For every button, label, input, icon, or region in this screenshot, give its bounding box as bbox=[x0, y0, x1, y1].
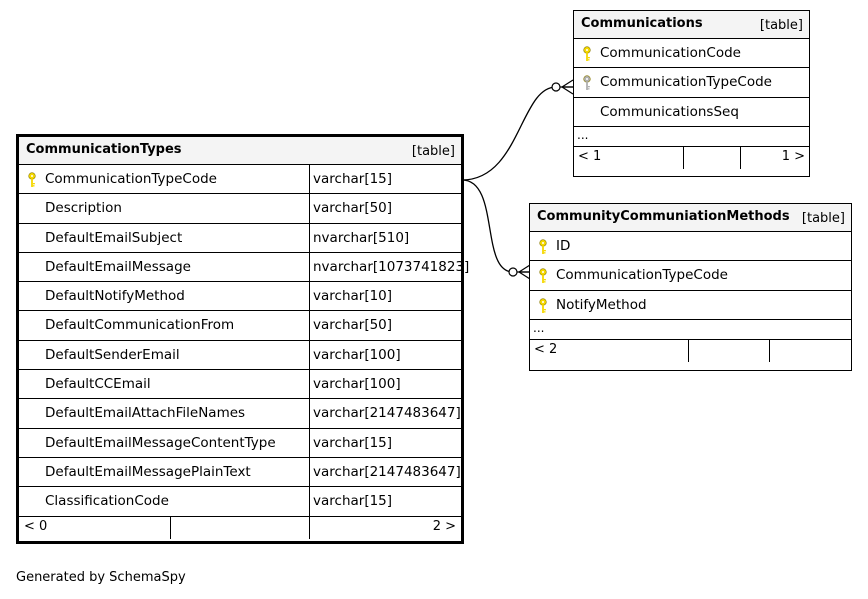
link-communications-crowfoot bbox=[561, 79, 574, 95]
column-row[interactable]: ClassificationCode varchar[15] bbox=[19, 487, 461, 517]
children-count[interactable]: 2 > bbox=[432, 518, 456, 534]
column-name[interactable]: DefaultCommunicationFrom bbox=[45, 317, 235, 334]
column-row[interactable]: DefaultCommunicationFrom varchar[50] bbox=[19, 311, 461, 341]
column-name[interactable]: DefaultCCEmail bbox=[45, 376, 151, 393]
link-communications bbox=[461, 86, 573, 181]
table-name[interactable]: Communications bbox=[581, 16, 703, 31]
column-row[interactable]: DefaultNotifyMethod varchar[10] bbox=[19, 282, 461, 312]
parents-count[interactable]: < 0 bbox=[24, 518, 48, 534]
column-row[interactable]: CommunicationCode bbox=[574, 39, 809, 69]
column-name[interactable]: DefaultSenderEmail bbox=[45, 346, 180, 363]
column-name[interactable]: DefaultEmailAttachFileNames bbox=[45, 405, 246, 422]
table-kind: [table] bbox=[801, 211, 845, 226]
column-row[interactable]: NotifyMethod bbox=[530, 291, 851, 320]
column-row[interactable]: DefaultEmailMessageContentType varchar[15… bbox=[19, 428, 461, 458]
link-community-methods-crowfoot bbox=[518, 264, 531, 280]
column-type: varchar[100] bbox=[313, 376, 401, 393]
parents-count[interactable]: < 1 bbox=[578, 148, 602, 164]
column-type: varchar[10] bbox=[313, 288, 393, 305]
table-header: Communications [table] bbox=[574, 11, 809, 39]
link-communications-zero-marker bbox=[551, 82, 561, 92]
column-name[interactable]: DefaultNotifyMethod bbox=[45, 288, 185, 305]
column-name[interactable]: CommunicationsSeq bbox=[600, 103, 739, 120]
column-name[interactable]: ID bbox=[556, 238, 571, 254]
column-type: varchar[2147483647] bbox=[313, 463, 461, 480]
column-name[interactable]: CommunicationTypeCode bbox=[45, 171, 217, 187]
primary-key-icon bbox=[582, 46, 592, 62]
column-row[interactable]: Description varchar[50] bbox=[19, 194, 461, 224]
column-row[interactable]: DefaultSenderEmail varchar[100] bbox=[19, 340, 461, 371]
column-type: nvarchar[1073741823] bbox=[313, 258, 470, 275]
column-type: varchar[50] bbox=[313, 317, 393, 334]
column-name[interactable]: DefaultEmailMessagePlainText bbox=[45, 463, 251, 480]
column-name[interactable]: CommunicationTypeCode bbox=[556, 267, 728, 284]
column-type: varchar[15] bbox=[313, 434, 393, 451]
column-row[interactable]: CommunicationsSeq bbox=[574, 98, 809, 127]
column-row[interactable]: CommunicationTypeCode varchar[15] bbox=[19, 165, 461, 195]
column-row[interactable]: CommunicationTypeCode bbox=[530, 261, 851, 291]
column-name[interactable]: CommunicationTypeCode bbox=[600, 74, 772, 91]
more-columns: ... bbox=[530, 320, 851, 340]
column-type: varchar[50] bbox=[313, 200, 393, 217]
generated-caption: Generated by SchemaSpy bbox=[16, 570, 186, 585]
table-name[interactable]: CommunicationTypes bbox=[26, 142, 182, 157]
table-footer: < 0 2 > bbox=[19, 516, 461, 539]
table-communication-types[interactable]: CommunicationTypes [table] Communication… bbox=[16, 134, 469, 544]
column-row[interactable]: DefaultEmailSubject nvarchar[510] bbox=[19, 223, 461, 253]
table-name[interactable]: CommunityCommuniationMethods bbox=[537, 209, 790, 224]
column-row[interactable]: DefaultEmailAttachFileNames varchar[21474… bbox=[19, 399, 461, 429]
table-communications[interactable]: Communications [table] CommunicationCode… bbox=[573, 10, 810, 177]
parents-count[interactable]: < 2 bbox=[534, 341, 558, 357]
column-name[interactable]: DefaultEmailSubject bbox=[45, 229, 183, 246]
column-name[interactable]: DefaultEmailMessage bbox=[45, 258, 191, 275]
more-columns: ... bbox=[574, 127, 809, 147]
column-row[interactable]: DefaultEmailMessagePlainText varchar[2147… bbox=[19, 457, 461, 488]
primary-key-icon bbox=[27, 172, 37, 188]
column-name[interactable]: DefaultEmailMessageContentType bbox=[45, 434, 276, 451]
column-name[interactable]: Description bbox=[45, 200, 122, 217]
primary-key-icon bbox=[538, 239, 548, 255]
column-name[interactable]: CommunicationCode bbox=[600, 45, 741, 61]
table-footer: < 1 1 > bbox=[574, 146, 809, 169]
column-type: varchar[15] bbox=[313, 171, 393, 187]
column-type: varchar[15] bbox=[313, 493, 393, 510]
foreign-key-icon bbox=[582, 75, 592, 91]
column-type: nvarchar[510] bbox=[313, 229, 410, 246]
link-community-methods-zero-marker bbox=[508, 267, 518, 277]
column-type: varchar[100] bbox=[313, 346, 401, 363]
primary-key-icon bbox=[538, 268, 548, 284]
table-kind: [table] bbox=[411, 144, 455, 159]
column-type: varchar[2147483647] bbox=[313, 405, 461, 422]
table-community-communiation-methods[interactable]: CommunityCommuniationMethods [table] ID C… bbox=[529, 203, 852, 371]
column-name[interactable]: NotifyMethod bbox=[556, 296, 647, 313]
column-row[interactable]: ID bbox=[530, 232, 851, 262]
primary-key-icon bbox=[538, 297, 548, 314]
table-header: CommunicationTypes [table] bbox=[19, 137, 461, 165]
column-row[interactable]: CommunicationTypeCode bbox=[574, 68, 809, 98]
column-row[interactable]: DefaultCCEmail varchar[100] bbox=[19, 370, 461, 400]
table-footer: < 2 bbox=[530, 339, 851, 362]
link-community-methods bbox=[461, 179, 530, 273]
column-row[interactable]: DefaultEmailMessage nvarchar[1073741823] bbox=[19, 252, 469, 283]
table-kind: [table] bbox=[759, 18, 803, 33]
table-header: CommunityCommuniationMethods [table] bbox=[530, 204, 851, 232]
children-count[interactable]: 1 > bbox=[781, 148, 805, 164]
column-name[interactable]: ClassificationCode bbox=[45, 493, 169, 510]
